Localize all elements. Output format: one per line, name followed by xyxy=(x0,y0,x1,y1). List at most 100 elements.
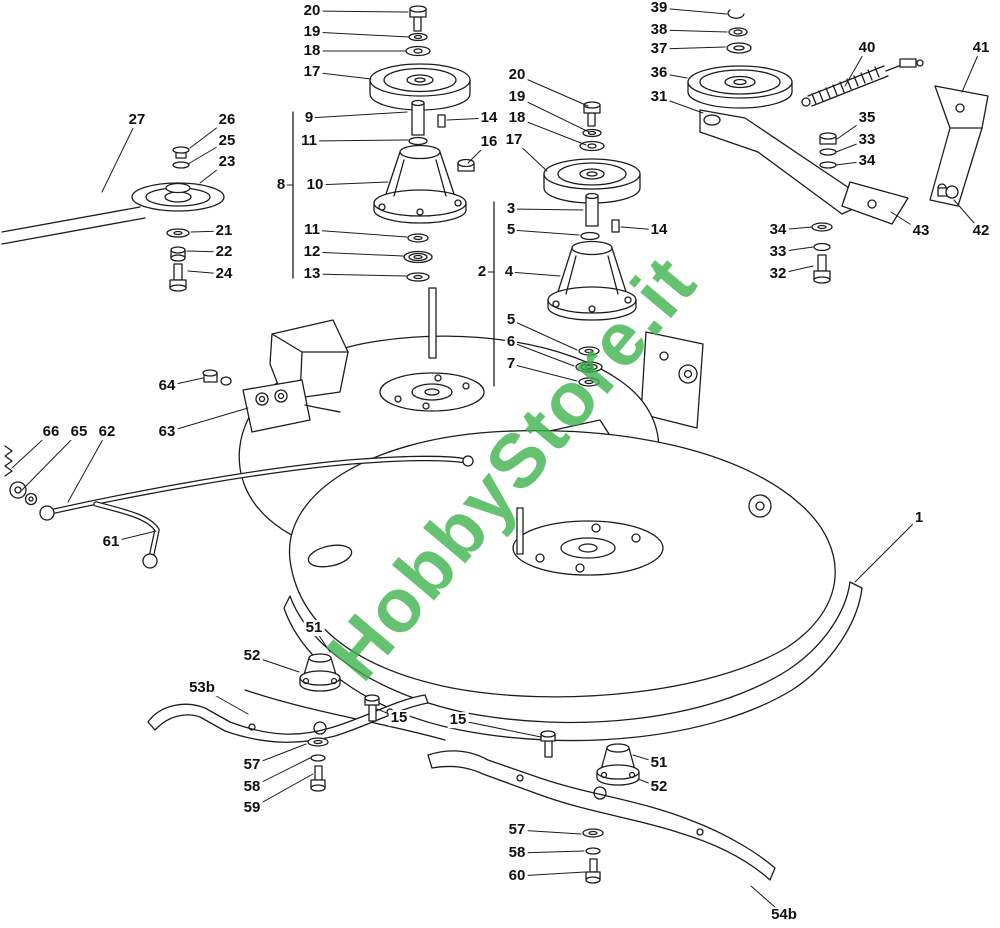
callout-33: 33 xyxy=(856,131,878,149)
idler-assembly xyxy=(687,9,989,284)
callout-20: 20 xyxy=(301,2,323,20)
callout-60: 60 xyxy=(506,867,528,885)
callout-33: 33 xyxy=(767,243,789,261)
leader-line xyxy=(658,29,728,33)
leader-line xyxy=(516,117,587,146)
callout-1: 1 xyxy=(912,509,926,527)
callout-17: 17 xyxy=(503,131,525,149)
callout-27: 27 xyxy=(126,111,148,129)
callout-20: 20 xyxy=(506,66,528,84)
leader-line xyxy=(658,7,728,15)
leader-line xyxy=(516,871,586,877)
callout-25: 25 xyxy=(216,132,238,150)
blade-left-group xyxy=(147,653,446,792)
callout-58: 58 xyxy=(241,778,263,796)
callout-22: 22 xyxy=(213,243,235,261)
callout-15: 15 xyxy=(447,711,469,729)
callout-18: 18 xyxy=(301,42,323,60)
callout-19: 19 xyxy=(506,88,528,106)
callout-14: 14 xyxy=(648,221,670,239)
callout-11: 11 xyxy=(299,132,319,150)
callout-31: 31 xyxy=(648,88,670,106)
callout-36: 36 xyxy=(648,64,670,82)
callout-43: 43 xyxy=(910,222,932,240)
leader-line xyxy=(21,431,80,491)
callout-16: 16 xyxy=(478,133,500,151)
leader-line xyxy=(516,96,590,133)
callout-7: 7 xyxy=(504,355,518,373)
leader-line xyxy=(311,31,410,38)
callout-37: 37 xyxy=(648,40,670,58)
callout-66: 66 xyxy=(40,423,62,441)
callout-54b: 54b xyxy=(769,906,799,924)
leader-line xyxy=(510,341,575,367)
callout-5: 5 xyxy=(504,311,518,329)
leader-line xyxy=(508,271,561,277)
callout-12: 12 xyxy=(301,243,323,261)
leader-line xyxy=(457,719,542,738)
leader-line xyxy=(308,139,409,142)
callout-4: 4 xyxy=(502,263,516,281)
callout-57: 57 xyxy=(506,821,528,839)
callout-9: 9 xyxy=(302,109,316,127)
callout-6: 6 xyxy=(504,333,518,351)
callout-64: 64 xyxy=(156,377,178,395)
belt-pulley-group xyxy=(1,146,225,292)
callout-15: 15 xyxy=(388,709,410,727)
callout-58: 58 xyxy=(506,844,528,862)
lift-linkage xyxy=(4,445,474,569)
callout-34: 34 xyxy=(767,221,789,239)
callout-5: 5 xyxy=(504,221,518,239)
callout-14: 14 xyxy=(478,109,500,127)
leader-line xyxy=(516,829,582,835)
callout-53b: 53b xyxy=(187,679,217,697)
callout-23: 23 xyxy=(216,153,238,171)
spindle-assembly-2 xyxy=(543,101,641,387)
leader-line xyxy=(510,229,580,236)
leader-line xyxy=(516,74,589,107)
callout-41: 41 xyxy=(970,39,992,57)
leader-line xyxy=(166,407,249,433)
leader-line xyxy=(854,517,920,583)
callout-8: 8 xyxy=(274,176,288,194)
callout-24: 24 xyxy=(213,265,235,283)
callout-62: 62 xyxy=(96,423,118,441)
leader-lines xyxy=(11,7,982,916)
callout-10: 10 xyxy=(304,176,326,194)
blade-right-group xyxy=(427,730,776,884)
callout-3: 3 xyxy=(504,200,518,218)
callout-52: 52 xyxy=(241,647,263,665)
leader-line xyxy=(314,181,389,186)
callout-34: 34 xyxy=(856,152,878,170)
group-brackets xyxy=(292,111,495,387)
callout-18: 18 xyxy=(506,109,528,127)
spindle-assembly-1 xyxy=(369,5,475,359)
callout-35: 35 xyxy=(856,109,878,127)
callout-52: 52 xyxy=(648,778,670,796)
callout-51: 51 xyxy=(648,754,670,772)
callout-40: 40 xyxy=(856,39,878,57)
callout-61: 61 xyxy=(100,533,122,551)
callout-38: 38 xyxy=(648,21,670,39)
callout-19: 19 xyxy=(301,23,323,41)
callout-39: 39 xyxy=(648,0,670,17)
leader-line xyxy=(311,273,407,277)
leader-line xyxy=(658,46,726,50)
callout-13: 13 xyxy=(301,265,323,283)
leader-line xyxy=(311,251,404,257)
leader-line xyxy=(510,363,578,382)
callout-32: 32 xyxy=(767,265,789,283)
leader-line xyxy=(510,319,578,351)
deck-body xyxy=(202,319,863,742)
leader-line xyxy=(101,119,138,193)
callout-65: 65 xyxy=(68,423,90,441)
callout-21: 21 xyxy=(213,222,235,240)
callout-51: 51 xyxy=(303,619,325,637)
leader-line xyxy=(308,111,408,119)
leader-line xyxy=(311,229,408,238)
callout-2: 2 xyxy=(475,263,489,281)
leader-line xyxy=(311,10,409,13)
callout-57: 57 xyxy=(241,756,263,774)
